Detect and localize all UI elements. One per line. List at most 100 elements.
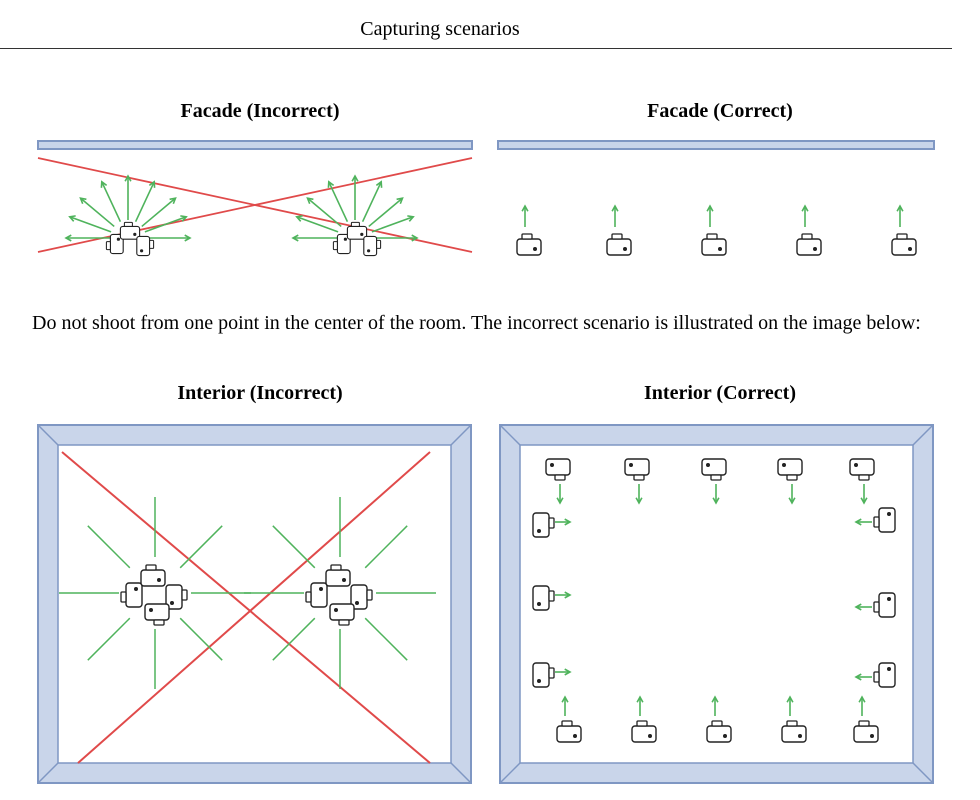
facade-incorrect-wall <box>37 140 473 150</box>
camera-icon <box>140 564 166 587</box>
interior-correct-corner <box>912 762 934 784</box>
interior-incorrect-corner <box>450 424 472 446</box>
header-rule <box>0 48 952 49</box>
fan-right-arrow <box>368 197 404 228</box>
fan-right-arrow <box>295 215 339 233</box>
view-ray <box>87 617 131 661</box>
camera-icon <box>105 233 124 255</box>
fan-right-arrow <box>373 234 419 242</box>
inward-arrow <box>555 518 572 526</box>
camera-icon <box>873 592 896 618</box>
camera-icon <box>873 507 896 533</box>
inward-arrow <box>555 668 572 676</box>
interior-correct-corner <box>499 424 521 446</box>
facade-correct-title: Facade (Correct) <box>647 100 793 122</box>
inward-arrow <box>854 518 872 526</box>
interior-incorrect-floor <box>57 444 452 764</box>
camera-icon <box>545 458 571 481</box>
camera-icon <box>781 720 807 743</box>
fan-right-arrow <box>361 180 383 223</box>
inward-arrow <box>854 603 872 611</box>
camera-icon <box>329 603 355 626</box>
view-ray <box>272 525 316 569</box>
camera-icon <box>706 720 732 743</box>
fan-left-arrow <box>79 197 115 228</box>
camera-icon <box>891 233 917 256</box>
camera-icon <box>350 584 373 610</box>
camera-icon <box>701 458 727 481</box>
interior-correct-corner <box>912 424 934 446</box>
camera-icon <box>853 720 879 743</box>
camera-icon <box>332 233 351 255</box>
fan-left-arrow <box>124 174 132 220</box>
fan-left-arrow <box>134 180 156 223</box>
cross-line <box>61 451 431 764</box>
inward-arrow <box>711 695 719 716</box>
fan-left-arrow <box>68 215 112 233</box>
fan-left-arrow <box>141 197 177 228</box>
fan-right-arrow <box>291 234 337 242</box>
inward-arrow <box>635 484 643 505</box>
fan-left-arrow <box>100 180 122 223</box>
camera-icon <box>305 582 328 608</box>
inward-arrow <box>860 484 868 505</box>
instruction-paragraph: Do not shoot from one point in the cente… <box>32 312 921 334</box>
interior-correct-corner <box>499 762 521 784</box>
camera-icon <box>701 233 727 256</box>
view-ray <box>87 525 131 569</box>
interior-incorrect-corner <box>37 424 59 446</box>
camera-icon <box>873 662 896 688</box>
camera-icon <box>165 584 188 610</box>
interior-incorrect-corner <box>450 762 472 784</box>
camera-icon <box>144 603 170 626</box>
cross-line <box>77 451 431 764</box>
camera-icon <box>532 662 555 688</box>
inward-arrow <box>712 484 720 505</box>
camera-icon <box>516 233 542 256</box>
interior-incorrect-corner <box>37 762 59 784</box>
camera-icon <box>532 512 555 538</box>
view-ray <box>364 617 408 661</box>
inward-arrow <box>561 695 569 716</box>
camera-icon <box>777 458 803 481</box>
camera-icon <box>363 235 382 257</box>
fan-left-arrow <box>144 215 188 233</box>
page-header: Capturing scenarios <box>0 0 980 48</box>
inward-arrow <box>786 695 794 716</box>
view-ray <box>179 617 223 661</box>
fan-right-arrow <box>327 180 349 223</box>
fan-left-arrow <box>146 234 192 242</box>
facade-correct-wall <box>497 140 935 150</box>
forward-arrow <box>706 204 714 227</box>
page-title: Capturing scenarios <box>360 18 520 40</box>
camera-icon <box>532 585 555 611</box>
inward-arrow <box>556 484 564 505</box>
facade-incorrect-title: Facade (Incorrect) <box>180 100 340 122</box>
forward-arrow <box>896 204 904 227</box>
interior-incorrect-title: Interior (Incorrect) <box>177 382 343 404</box>
camera-icon <box>119 221 141 240</box>
camera-icon <box>796 233 822 256</box>
forward-arrow <box>801 204 809 227</box>
fan-left-arrow <box>64 234 110 242</box>
camera-icon <box>631 720 657 743</box>
inward-arrow <box>636 695 644 716</box>
camera-icon <box>325 564 351 587</box>
fan-right-arrow <box>351 174 359 220</box>
view-ray <box>364 525 408 569</box>
view-ray <box>272 617 316 661</box>
forward-arrow <box>521 204 529 227</box>
camera-icon <box>136 235 155 257</box>
inward-arrow <box>555 591 572 599</box>
inward-arrow <box>788 484 796 505</box>
camera-icon <box>346 221 368 240</box>
camera-icon <box>120 582 143 608</box>
fan-right-arrow <box>306 197 342 228</box>
fan-right-arrow <box>371 215 415 233</box>
view-ray <box>179 525 223 569</box>
camera-icon <box>849 458 875 481</box>
camera-icon <box>606 233 632 256</box>
camera-icon <box>624 458 650 481</box>
forward-arrow <box>611 204 619 227</box>
